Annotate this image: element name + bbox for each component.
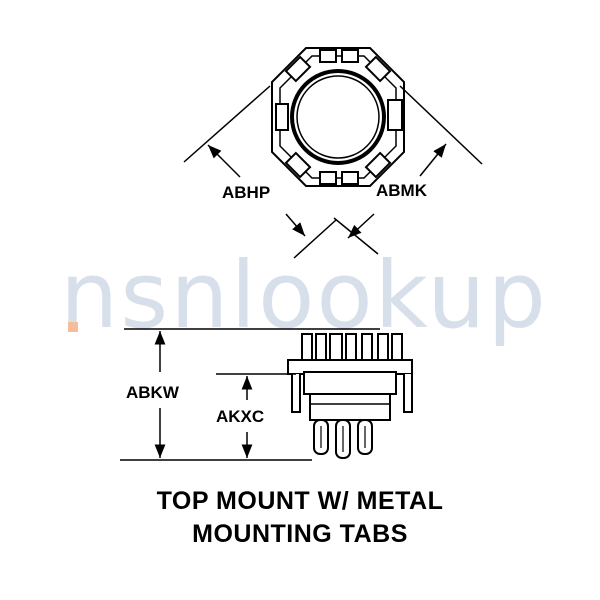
caption-line-2: MOUNTING TABS bbox=[192, 520, 408, 548]
watermark: nsnlookup bbox=[60, 242, 548, 349]
caption-line-1: TOP MOUNT W/ METAL bbox=[156, 487, 444, 515]
watermark-text: nsnlookup bbox=[60, 242, 548, 349]
abkw-label: ABKW bbox=[126, 383, 180, 402]
connector-side-view bbox=[287, 333, 413, 459]
akxc-label: AKXC bbox=[216, 407, 264, 426]
abhp-label: ABHP bbox=[222, 183, 270, 202]
connector-top-view bbox=[271, 47, 405, 187]
watermark-dot bbox=[68, 322, 78, 332]
abmk-dimension bbox=[347, 143, 447, 239]
abmk-label: ABMK bbox=[376, 181, 428, 200]
side-view-extension-lines bbox=[120, 328, 380, 461]
abhp-dimension bbox=[207, 144, 306, 237]
